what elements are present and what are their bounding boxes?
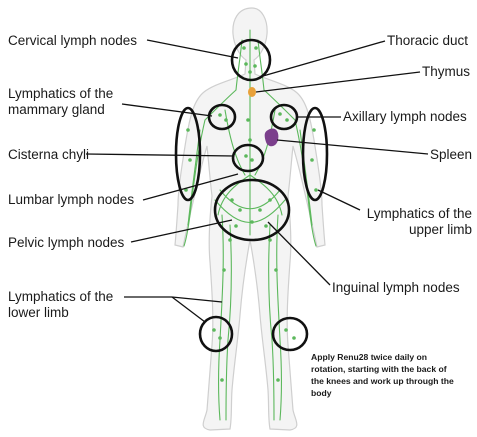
lymph-node-dot (238, 208, 242, 212)
lymph-node-dot (218, 336, 222, 340)
label-spleen: Spleen (430, 147, 472, 163)
label-lumbar-lymph-nodes: Lumbar lymph nodes (8, 192, 134, 208)
lymph-node-dot (212, 328, 216, 332)
lymph-node-dot (246, 118, 250, 122)
lymph-node-dot (230, 198, 234, 202)
lymph-node-dot (250, 220, 254, 224)
lymph-node-dot (274, 268, 278, 272)
lymph-node-dot (312, 128, 316, 132)
lymph-node-dot (264, 224, 268, 228)
leader-upper-limb (318, 190, 360, 210)
lymph-node-dot (244, 154, 248, 158)
lymph-node-dot (314, 188, 318, 192)
lymph-node-dot (186, 128, 190, 132)
lymph-node-dot (292, 336, 296, 340)
application-note: Apply Renu28 twice daily on rotation, st… (311, 351, 461, 399)
label-inguinal-lymph-nodes: Inguinal lymph nodes (332, 280, 460, 296)
label-cisterna-chyli: Cisterna chyli (8, 147, 89, 163)
lymph-node-dot (268, 238, 272, 242)
lymph-node-dot (253, 64, 257, 68)
lymph-node-dot (218, 113, 222, 117)
lymph-node-dot (284, 328, 288, 332)
lymph-node-dot (228, 238, 232, 242)
lymph-node-dot (222, 268, 226, 272)
lymph-node-dot (254, 46, 258, 50)
lymph-node-dot (244, 62, 248, 66)
label-thoracic-duct: Thoracic duct (387, 33, 468, 49)
lymph-node-dot (248, 70, 252, 74)
lymph-node-dot (258, 208, 262, 212)
leader-cervical (147, 40, 238, 58)
leader-thymus (256, 72, 420, 92)
leader-lower-limb-b (172, 297, 205, 322)
label-cervical-lymph-nodes: Cervical lymph nodes (8, 33, 137, 49)
label-lower-limb: Lymphatics of the lower limb (8, 289, 113, 321)
label-pelvic-lymph-nodes: Pelvic lymph nodes (8, 235, 124, 251)
lymph-node-dot (268, 198, 272, 202)
lymph-node-dot (224, 118, 228, 122)
lymph-node-dot (234, 224, 238, 228)
leader-thoracic-duct (263, 41, 385, 76)
lymph-node-dot (310, 158, 314, 162)
lymph-node-dot (248, 138, 252, 142)
lymph-node-dot (242, 46, 246, 50)
label-thymus: Thymus (422, 64, 470, 80)
lymph-node-dot (278, 112, 282, 116)
thymus-organ (248, 87, 256, 97)
lymph-node-dot (276, 378, 280, 382)
label-axillary-lymph-nodes: Axillary lymph nodes (343, 109, 467, 125)
label-upper-limb: Lymphatics of the upper limb (362, 206, 472, 238)
label-mammary-gland: Lymphatics of the mammary gland (8, 86, 113, 118)
lymph-node-dot (220, 378, 224, 382)
lymph-node-dot (188, 158, 192, 162)
lymph-node-dot (285, 118, 289, 122)
lymph-node-dot (250, 158, 254, 162)
